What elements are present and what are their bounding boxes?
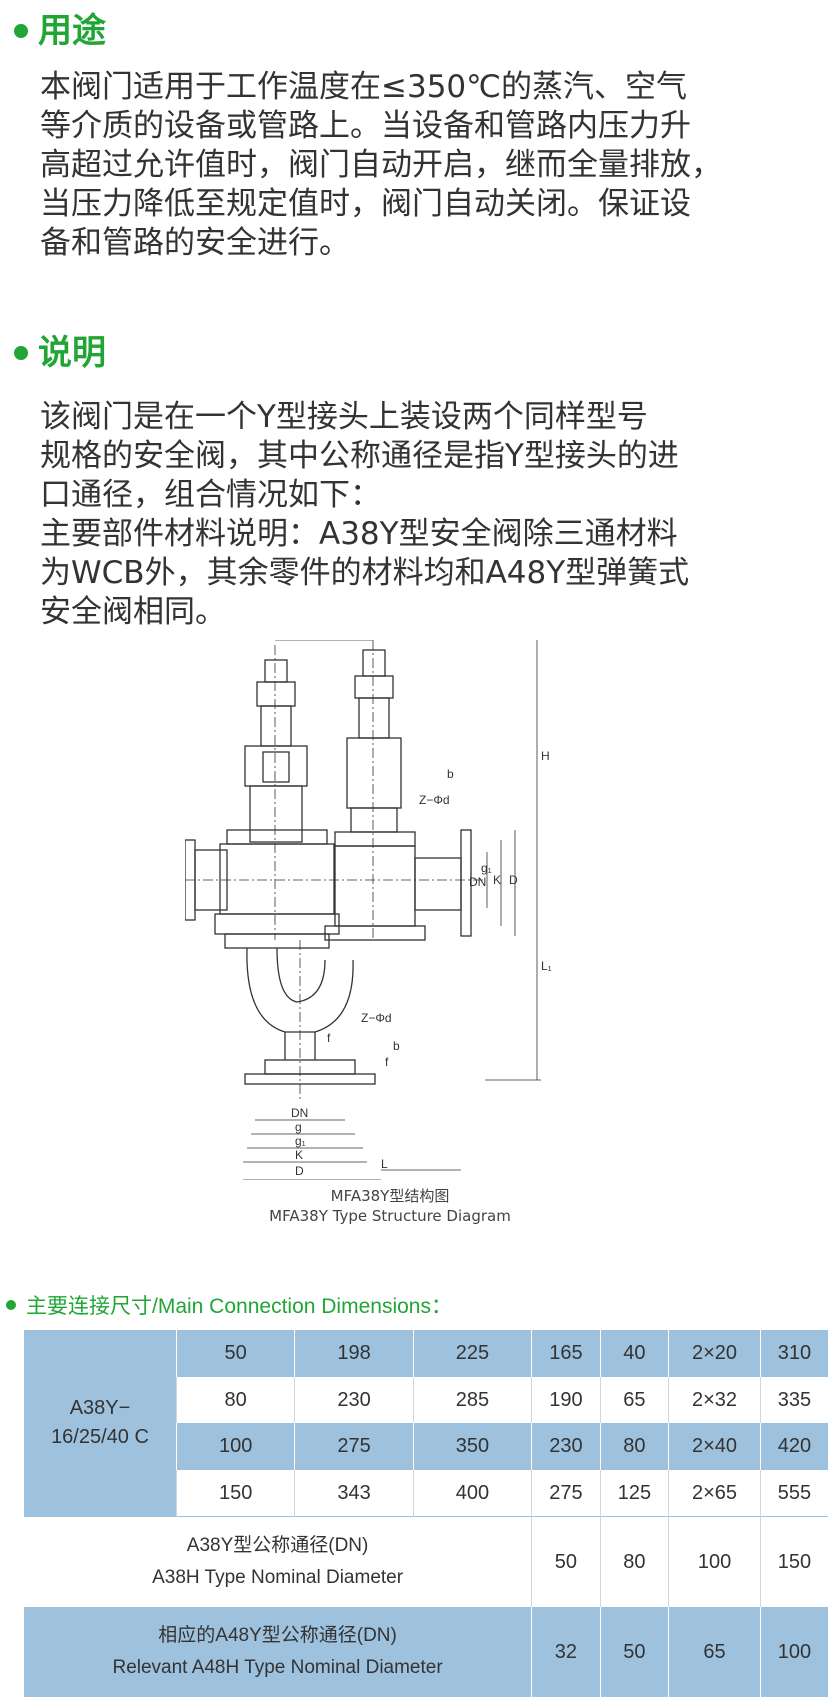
label-z-phi-d-lower: Z−Φd [361, 1011, 392, 1025]
table-row-relevant: 相应的A48Y型公称通径(DN) Relevant A48H Type Nomi… [24, 1607, 828, 1697]
table-cell: 343 [294, 1469, 414, 1517]
table-cell: 225 [412, 1330, 532, 1377]
valve-structure-diagram: B H b Z−Φd DN g₁ K D L₁ f Z−Φd b f DN g … [185, 640, 552, 1180]
dimensions-table: A38Y−16/25/40 C 50 198 225 165 40 2×20 3… [24, 1330, 828, 1697]
nominal-label-cn: A38Y型公称通径(DN) [186, 1535, 369, 1556]
usage-line: 高超过允许值时，阀门自动开启，继而全量排放， [40, 147, 722, 183]
centre-lines [185, 640, 485, 1100]
dimensions-title: 主要连接尺寸/Main Connection Dimensions： [26, 1295, 452, 1318]
table-cell: 65 [599, 1376, 669, 1423]
table-cell: 2×20 [668, 1330, 761, 1377]
table-cell: 285 [412, 1376, 532, 1423]
table-cell: 2×65 [668, 1469, 761, 1517]
diagram-caption-cn: MFA38Y型结构图 [330, 1187, 450, 1205]
desc-paragraph: 该阀门是在一个Y型接头上装设两个同样型号 规格的安全阀，其中公称通径是指Y型接头… [40, 398, 830, 632]
table-cell: 2×32 [668, 1376, 761, 1423]
bullet-icon [14, 24, 28, 38]
table-cell: 100 [668, 1516, 761, 1607]
table-cell: 2×40 [668, 1423, 761, 1470]
table-cell: 80 [599, 1516, 669, 1607]
usage-title: 用途 [38, 11, 106, 51]
relevant-label-cn: 相应的A48Y型公称通径(DN) [158, 1625, 397, 1646]
table-cell: 165 [531, 1330, 601, 1377]
relevant-label-cell: 相应的A48Y型公称通径(DN) Relevant A48H Type Nomi… [24, 1607, 532, 1697]
label-g1-bottom: g₁ [295, 1134, 306, 1148]
table-cell: 50 [599, 1607, 669, 1697]
table-cell: 275 [531, 1469, 601, 1517]
table-cell: 400 [412, 1469, 532, 1517]
table-cell: 80 [175, 1376, 295, 1423]
table-cell: 335 [759, 1376, 828, 1423]
table-cell: 65 [668, 1607, 761, 1697]
right-valve-drawing [324, 649, 472, 941]
table-cell: 310 [759, 1330, 828, 1377]
label-b-upper: b [447, 767, 454, 781]
relevant-label-en: Relevant A48H Type Nominal Diameter [112, 1657, 443, 1678]
desc-line: 安全阀相同。 [40, 594, 226, 630]
table-cell: 50 [175, 1330, 295, 1377]
usage-line: 等介质的设备或管路上。当设备和管路内压力升 [40, 108, 691, 144]
y-connector-drawing [244, 947, 376, 1085]
label-f-right: f [385, 1055, 389, 1069]
left-valve-drawing [185, 659, 340, 949]
desc-line: 口通径，组合情况如下： [40, 477, 381, 513]
label-dn-right: DN [469, 875, 486, 889]
table-row: 150 343 400 275 125 2×65 555 [24, 1469, 828, 1517]
table-cell: 150 [759, 1516, 828, 1607]
bullet-icon [6, 1300, 16, 1310]
table-cell: 350 [412, 1423, 532, 1470]
usage-line: 备和管路的安全进行。 [40, 225, 350, 261]
desc-line: 该阀门是在一个Y型接头上装设两个同样型号 [40, 399, 648, 435]
table-cell: 100 [759, 1607, 828, 1697]
dimensions-heading: 主要连接尺寸/Main Connection Dimensions： [6, 1290, 452, 1320]
model-cell: A38Y−16/25/40 C [24, 1330, 177, 1517]
table-cell: 230 [531, 1423, 601, 1470]
table-row: 80 230 285 190 65 2×32 335 [24, 1376, 828, 1423]
nominal-label-cell: A38Y型公称通径(DN) A38H Type Nominal Diameter [24, 1516, 532, 1607]
desc-line: 规格的安全阀，其中公称通径是指Y型接头的进 [40, 438, 679, 474]
label-g-bottom: g [295, 1120, 302, 1134]
table-cell: 100 [175, 1423, 295, 1470]
table-cell: 190 [531, 1376, 601, 1423]
table-cell: 50 [531, 1516, 601, 1607]
label-l-bottom: L [381, 1157, 388, 1171]
usage-line: 本阀门适用于工作温度在≤350℃的蒸汽、空气 [40, 69, 687, 105]
table-cell: 32 [531, 1607, 601, 1697]
table-cell: 230 [294, 1376, 414, 1423]
dimension-lines [243, 640, 541, 1180]
table-cell: 80 [599, 1423, 669, 1470]
diagram-caption-en: MFA38Y Type Structure Diagram [269, 1207, 511, 1225]
label-f-left: f [327, 1031, 331, 1045]
label-H: H [541, 749, 550, 763]
table-cell: 420 [759, 1423, 828, 1470]
label-b-lower: b [393, 1039, 400, 1053]
nominal-label-en: A38H Type Nominal Diameter [152, 1567, 404, 1588]
table-cell: 40 [599, 1330, 669, 1377]
label-z-phi-d-upper: Z−Φd [419, 793, 450, 807]
label-d-bottom: D [295, 1164, 304, 1178]
desc-heading: 说明 [14, 336, 106, 370]
usage-paragraph: 本阀门适用于工作温度在≤350℃的蒸汽、空气 等介质的设备或管路上。当设备和管路… [40, 68, 830, 263]
bullet-icon [14, 346, 28, 360]
label-l1: L₁ [541, 959, 552, 973]
table-cell: 198 [294, 1330, 414, 1377]
label-d-right: D [509, 873, 518, 887]
desc-line: 为WCB外，其余零件的材料均和A48Y型弹簧式 [40, 555, 690, 591]
label-dn-bottom: DN [291, 1106, 308, 1120]
table-row-nominal: A38Y型公称通径(DN) A38H Type Nominal Diameter… [24, 1516, 828, 1607]
table-row: A38Y−16/25/40 C 50 198 225 165 40 2×20 3… [24, 1330, 828, 1517]
table-cell: 125 [599, 1469, 669, 1517]
table-row: 100 275 350 230 80 2×40 420 [24, 1423, 828, 1470]
desc-title: 说明 [38, 333, 106, 373]
table-cell: 555 [759, 1469, 828, 1517]
table-cell: 275 [294, 1423, 414, 1470]
table-cell: 150 [175, 1469, 295, 1517]
usage-heading: 用途 [14, 14, 106, 48]
model-label: A38Y−16/25/40 C [51, 1397, 149, 1448]
label-g1-right: g₁ [481, 861, 492, 875]
label-k-bottom: K [295, 1148, 303, 1162]
desc-line: 主要部件材料说明：A38Y型安全阀除三通材料 [40, 516, 678, 552]
label-k-right: K [493, 873, 501, 887]
usage-line: 当压力降低至规定值时，阀门自动关闭。保证设 [40, 186, 691, 222]
